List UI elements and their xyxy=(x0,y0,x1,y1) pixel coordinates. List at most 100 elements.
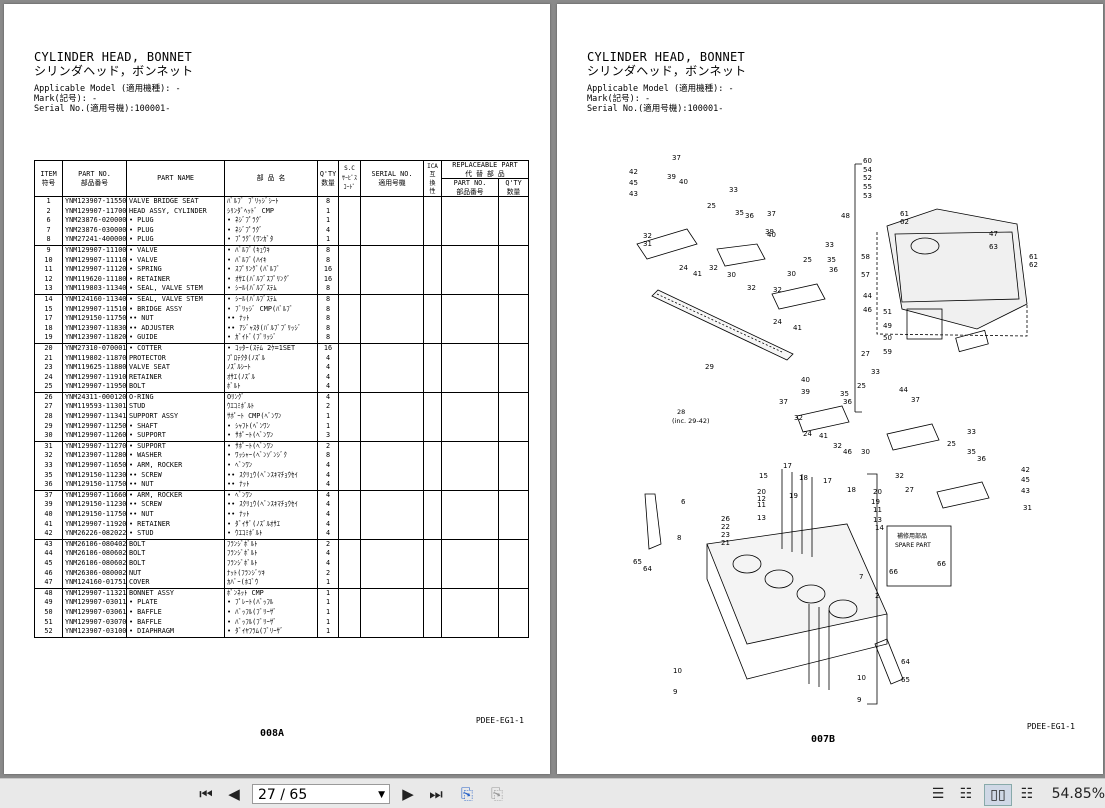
rep-part-no-cell xyxy=(441,440,499,452)
part-name-cell: • RETAINER xyxy=(126,274,225,285)
zoom-level[interactable]: 54.85% xyxy=(1051,786,1105,802)
serial-cell xyxy=(360,412,424,422)
callout-number: 33 xyxy=(825,241,834,249)
rep-qty-cell xyxy=(497,500,530,510)
jp-name-cell: • ｳｴｺﾐﾎﾞﾙﾄ xyxy=(224,529,318,540)
prev-page-icon[interactable]: ◀ xyxy=(228,785,240,803)
item-cell: 46 xyxy=(34,568,63,579)
two-page-continuous-icon[interactable]: ☷ xyxy=(1020,786,1034,802)
rep-part-no-cell xyxy=(441,480,499,491)
callout-number: 11 xyxy=(757,501,766,509)
callout-number: 40 xyxy=(801,376,810,384)
item-cell: 40 xyxy=(34,510,63,520)
rep-qty-cell xyxy=(497,470,530,481)
last-page-icon[interactable]: ⏭ xyxy=(429,785,443,803)
lifting-eye-right xyxy=(874,638,904,685)
item-cell: 25 xyxy=(34,382,63,393)
part-no-cell: YNM129907-11120 xyxy=(62,265,127,275)
serial-cell xyxy=(360,274,424,285)
ica-cell xyxy=(423,402,442,413)
part-no-cell: YNM129150-11230 xyxy=(62,500,127,510)
part-name-cell: •• SCREW xyxy=(126,470,225,481)
callout-number: 32 xyxy=(709,264,718,272)
part-name-cell: •• SCREW xyxy=(126,500,225,510)
fit-page-icon[interactable]: ⎘ xyxy=(460,785,473,803)
part-name-cell: • PLUG xyxy=(126,225,225,236)
part-name-cell: • VALVE xyxy=(126,255,225,266)
continuous-icon[interactable]: ☷ xyxy=(959,786,973,802)
serial-cell xyxy=(360,225,424,236)
qty-cell: 1 xyxy=(317,607,339,618)
callout-number: 65 xyxy=(633,558,642,566)
rep-qty-cell xyxy=(497,363,530,373)
bonnet-cover-top xyxy=(894,231,1020,303)
right-page-code: 007B xyxy=(811,734,836,745)
rep-qty-cell xyxy=(497,391,530,403)
part-no-cell: YNM129907-11100 xyxy=(62,244,127,256)
rep-qty-cell xyxy=(497,244,530,256)
ica-cell xyxy=(423,470,442,481)
callout-number: 15 xyxy=(759,472,768,480)
rep-qty-cell xyxy=(497,549,530,559)
sc-cell xyxy=(338,391,361,403)
ica-cell xyxy=(423,363,442,373)
ica-cell xyxy=(423,440,442,452)
qty-cell: 4 xyxy=(317,372,339,383)
rep-part-no-cell xyxy=(441,195,499,207)
serial-cell xyxy=(360,519,424,530)
callout-number: 37 xyxy=(911,396,920,404)
callout-number: 9 xyxy=(673,688,677,696)
part-no-cell: YNM129907-11260 xyxy=(62,431,127,442)
next-page-icon[interactable]: ▶ xyxy=(402,785,414,803)
sc-cell xyxy=(338,363,361,373)
sc-cell xyxy=(338,333,361,344)
rep-part-no-cell xyxy=(441,558,499,569)
ica-cell xyxy=(423,323,442,334)
part-name-cell: VALVE SEAT xyxy=(126,363,225,373)
callout-number: 32 xyxy=(895,472,904,480)
item-cell: 47 xyxy=(34,578,63,589)
qty-cell: 4 xyxy=(317,353,339,364)
part-name-cell: • VALVE xyxy=(126,244,225,256)
serial-cell xyxy=(360,342,424,354)
mark: Mark(記号): - xyxy=(34,94,98,104)
spare-part-box xyxy=(886,525,952,587)
item-cell: 36 xyxy=(34,480,63,491)
callout-number: 61 xyxy=(1029,253,1038,261)
callout-number: 20 xyxy=(873,488,882,496)
rocker-shaft-line xyxy=(656,293,783,353)
part-name-cell: PROTECTOR xyxy=(126,353,225,364)
jp-name-cell: ﾅｯﾄ(ﾌﾗﾝｼﾞﾂｷ xyxy=(224,568,318,579)
fit-width-icon[interactable]: ⎘ xyxy=(490,785,503,803)
rocker-arm-6 xyxy=(936,481,990,509)
header-rep-qty: Q'TY 数量 xyxy=(505,179,522,196)
rep-qty-cell xyxy=(497,529,530,540)
single-page-icon[interactable]: ☰ xyxy=(931,786,945,802)
first-page-icon[interactable]: ⏮ xyxy=(199,785,213,803)
rep-part-no-cell xyxy=(441,470,499,481)
part-no-cell: YNM27310-070001 xyxy=(62,342,127,354)
callout-number: 32 xyxy=(643,232,652,240)
callout-number: 32 xyxy=(794,414,803,422)
jp-name-cell: ﾌﾗﾝｼﾞﾎﾞﾙﾄ xyxy=(224,538,318,550)
two-page-icon[interactable]: ▯▯ xyxy=(984,784,1012,806)
part-name-cell: BOLT xyxy=(126,549,225,559)
serial-cell xyxy=(360,529,424,540)
bonnet-gasket xyxy=(876,232,1028,337)
sc-cell xyxy=(338,510,361,520)
ica-cell xyxy=(423,244,442,256)
callout-number: 8 xyxy=(677,534,681,542)
callout-number: 18 xyxy=(847,486,856,494)
callout-number: 39 xyxy=(801,388,810,396)
col-ica: ICA 互 換 性 xyxy=(423,160,442,197)
jp-name-cell: • ｶﾞｲﾄﾞ(ﾌﾞﾘｯｼﾞ xyxy=(224,333,318,344)
page-number-input[interactable]: 27 / 65▼ xyxy=(252,784,390,804)
qty-cell: 8 xyxy=(317,314,339,324)
callout-number: 33 xyxy=(967,428,976,436)
callout-number: 63 xyxy=(989,243,998,251)
chevron-down-icon[interactable]: ▼ xyxy=(378,790,385,800)
